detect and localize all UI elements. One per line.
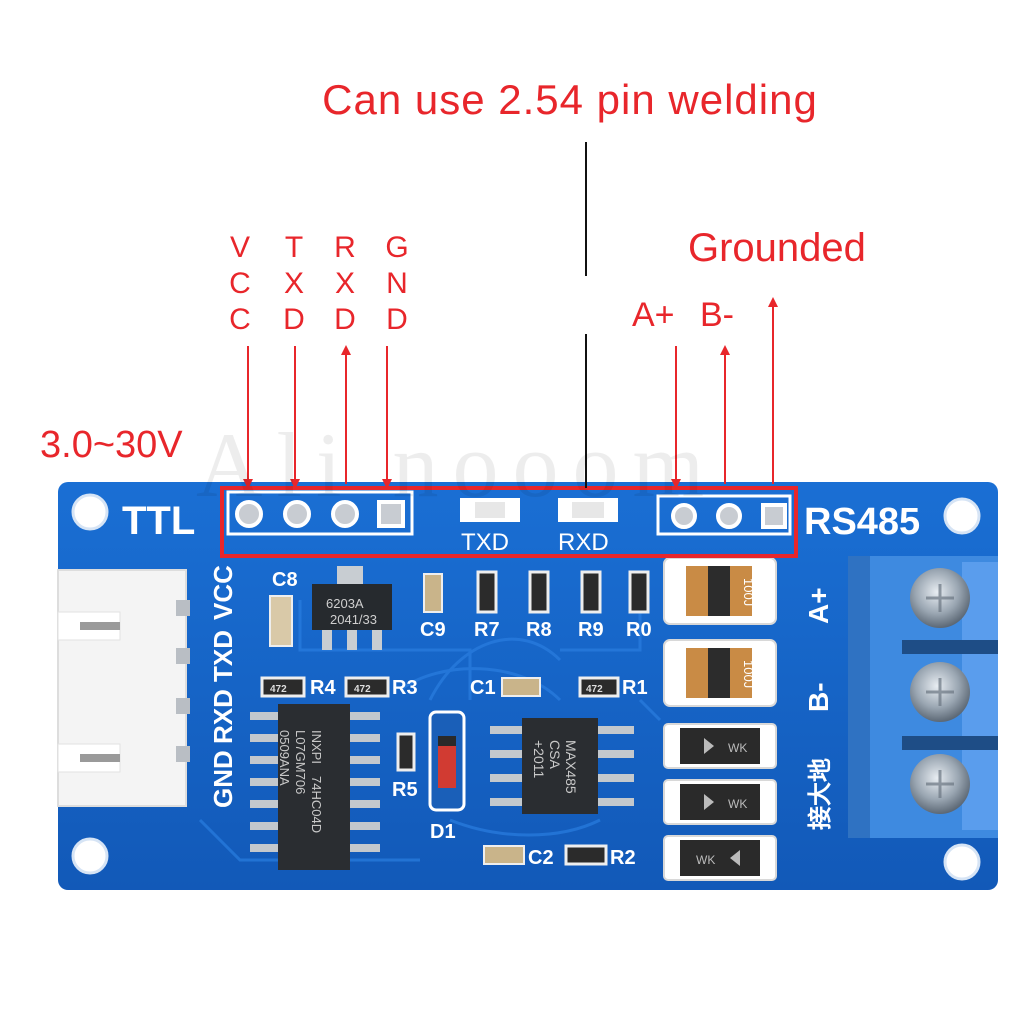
svg-text:TXD: TXD bbox=[461, 529, 509, 556]
svg-text:6203A: 6203A bbox=[326, 596, 364, 611]
r5-resistor: R5 bbox=[392, 732, 418, 801]
svg-text:L07GM706: L07GM706 bbox=[293, 730, 308, 794]
headline-annotation: Can use 2.54 pin welding bbox=[322, 76, 818, 123]
ground-pin[interactable] bbox=[761, 503, 787, 529]
svg-text:R5: R5 bbox=[392, 779, 418, 801]
txd-led: TXD bbox=[460, 498, 520, 556]
svg-text:C1: C1 bbox=[470, 677, 496, 699]
svg-text:WK: WK bbox=[728, 741, 747, 755]
annotation-arrows bbox=[243, 297, 778, 489]
b-minus-annotation: B- bbox=[700, 296, 734, 334]
d1-diode: D1 bbox=[428, 710, 466, 843]
svg-text:D1: D1 bbox=[430, 821, 456, 843]
svg-text:WK: WK bbox=[696, 853, 715, 867]
svg-text:472: 472 bbox=[354, 684, 371, 695]
gnd-pin[interactable] bbox=[377, 500, 405, 528]
svg-text:RXD: RXD bbox=[208, 689, 238, 744]
inductor-b: 100J bbox=[663, 639, 777, 707]
gnd-annotation: G N D bbox=[385, 231, 409, 336]
terminal-labels: A+ B- 接大地 bbox=[803, 587, 834, 830]
jst-connector bbox=[57, 569, 190, 807]
voltage-regulator: 6203A 2041/33 bbox=[312, 566, 392, 650]
svg-text:100J: 100J bbox=[741, 578, 756, 606]
tvs-diodes: WK WK WK bbox=[663, 723, 777, 881]
svg-text:C2: C2 bbox=[528, 847, 554, 869]
svg-text:R3: R3 bbox=[392, 677, 418, 699]
svg-text:472: 472 bbox=[270, 684, 287, 695]
svg-text:472: 472 bbox=[586, 684, 603, 695]
svg-text:R0: R0 bbox=[626, 619, 652, 641]
svg-text:R4: R4 bbox=[310, 677, 336, 699]
r4-r3-resistors: 472 R4 472 R3 bbox=[260, 676, 418, 699]
svg-text:MAX485: MAX485 bbox=[563, 740, 579, 794]
svg-text:接大地: 接大地 bbox=[807, 758, 834, 830]
header-highlight-box bbox=[220, 486, 798, 558]
rs485-label: RS485 bbox=[804, 501, 920, 543]
grounded-annotation: Grounded bbox=[688, 226, 866, 270]
ttl-header bbox=[226, 490, 414, 536]
svg-text:R9: R9 bbox=[578, 619, 604, 641]
jst-side-labels: GND RXD TXD VCC bbox=[208, 565, 238, 808]
rxd-pin[interactable] bbox=[331, 500, 359, 528]
rs485-header bbox=[656, 494, 792, 536]
svg-text:GND: GND bbox=[208, 750, 238, 808]
svg-text:C8: C8 bbox=[272, 569, 298, 591]
svg-text:A+: A+ bbox=[803, 587, 834, 624]
screw-terminal-block bbox=[848, 556, 998, 838]
svg-text:INXPI: INXPI bbox=[309, 730, 324, 764]
inductor-a: 100J bbox=[663, 557, 777, 625]
svg-text:R2: R2 bbox=[610, 847, 636, 869]
svg-text:TXD: TXD bbox=[208, 630, 238, 682]
rxd-annotation: R X D bbox=[334, 231, 356, 336]
vcc-pin[interactable] bbox=[235, 500, 263, 528]
c2-r2-parts: C2 R2 bbox=[483, 844, 636, 869]
max485-ic: MAX485 CSA +2011 bbox=[490, 718, 634, 814]
c1-r1-parts: C1 472 R1 bbox=[470, 676, 648, 699]
svg-text:WK: WK bbox=[728, 797, 747, 811]
watermark: Ali nooom bbox=[196, 414, 719, 516]
vcc-annotation: V C C bbox=[229, 231, 251, 336]
txd-pin[interactable] bbox=[283, 500, 311, 528]
a-plus-annotation: A+ bbox=[632, 296, 675, 334]
svg-text:R1: R1 bbox=[622, 677, 648, 699]
ttl-label: TTL bbox=[122, 499, 195, 543]
svg-text:B-: B- bbox=[803, 682, 834, 712]
svg-text:0509ANA: 0509ANA bbox=[277, 730, 292, 786]
txd-annotation: T X D bbox=[283, 231, 305, 336]
svg-text:RXD: RXD bbox=[558, 529, 609, 556]
mounting-holes bbox=[71, 493, 981, 881]
svg-text:100J: 100J bbox=[741, 660, 756, 688]
inverter-ic: INXPI 74HC04D L07GM706 0509ANA bbox=[250, 704, 380, 870]
voltage-annotation: 3.0~30V bbox=[40, 424, 183, 466]
top-row-passives: C9 R7 R8 R9 R0 bbox=[420, 570, 652, 641]
svg-text:R7: R7 bbox=[474, 619, 500, 641]
svg-text:+2011: +2011 bbox=[531, 740, 547, 778]
svg-text:R8: R8 bbox=[526, 619, 552, 641]
svg-text:VCC: VCC bbox=[208, 565, 238, 620]
rxd-led: RXD bbox=[558, 498, 618, 556]
b-minus-pin[interactable] bbox=[716, 503, 742, 529]
svg-text:74HC04D: 74HC04D bbox=[309, 776, 324, 833]
c8-capacitor: C8 bbox=[269, 569, 298, 647]
svg-text:C9: C9 bbox=[420, 619, 446, 641]
svg-text:2041/33: 2041/33 bbox=[330, 612, 377, 627]
a-plus-pin[interactable] bbox=[671, 503, 697, 529]
pcb-traces bbox=[198, 600, 662, 862]
svg-text:CSA: CSA bbox=[547, 740, 563, 769]
